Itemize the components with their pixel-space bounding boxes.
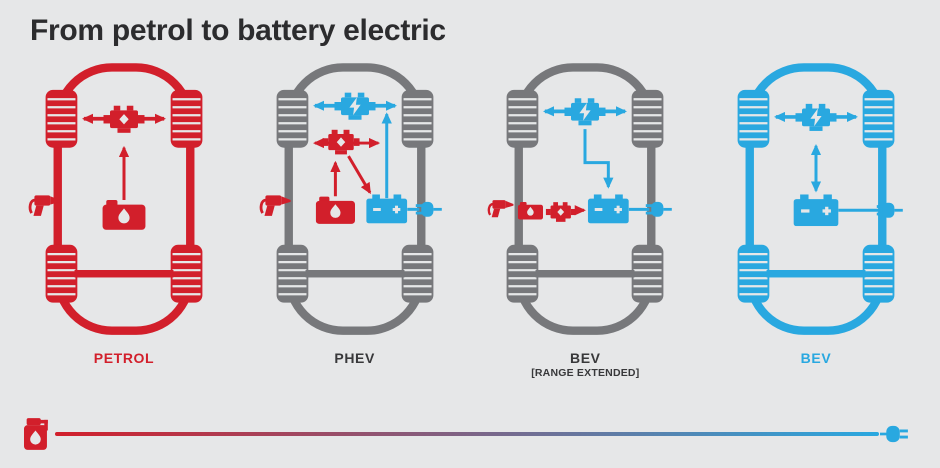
bev-car-svg xyxy=(718,60,903,340)
petrol-car-svg xyxy=(28,60,222,340)
power-plug-icon xyxy=(880,425,908,443)
car-diagram-phev: PHEV xyxy=(253,60,457,379)
car-label-text: PETROL xyxy=(93,350,155,366)
phev-car-svg xyxy=(259,60,442,340)
engine-to-battery-arrow xyxy=(346,155,371,195)
car-label-text: PHEV xyxy=(334,350,375,366)
fuel-nozzle-icon xyxy=(487,198,515,219)
battery-icon xyxy=(365,194,407,224)
electric-motor-icon xyxy=(564,98,606,126)
fuel-tank-icon xyxy=(315,196,355,224)
range-extender-engine-icon xyxy=(546,202,576,222)
battery-icon xyxy=(588,194,630,224)
car-label-text: BEV xyxy=(570,350,601,366)
car-sublabel-text: [RANGE EXTENDED] xyxy=(531,367,640,379)
car-label: BEV [RANGE EXTENDED] xyxy=(531,350,639,379)
car-diagram-bev: BEV xyxy=(714,60,918,379)
fuel-tank-icon xyxy=(518,201,544,220)
car-label: BEV xyxy=(801,350,832,367)
chassis-and-wheels xyxy=(738,67,895,330)
car-diagram-petrol: PETROL xyxy=(22,60,226,379)
petrol-to-electric-spectrum xyxy=(0,414,940,468)
engine-icon xyxy=(321,129,360,155)
car-diagram-bev-range-extended: BEV [RANGE EXTENDED] xyxy=(483,60,687,379)
electric-motor-icon xyxy=(795,103,837,131)
bev-re-car-svg xyxy=(487,60,673,340)
car-diagrams-row: PETROL PHEV xyxy=(0,60,940,379)
fuel-pump-icon xyxy=(24,418,48,450)
car-label: PETROL xyxy=(94,350,154,367)
motor-to-battery-arrow xyxy=(583,129,614,189)
spectrum-gradient-line xyxy=(55,431,879,437)
electric-motor-icon xyxy=(334,92,376,120)
page-title: From petrol to battery electric xyxy=(30,14,446,47)
engine-icon xyxy=(103,105,145,133)
fuel-tank-icon xyxy=(102,200,146,230)
car-label-text: BEV xyxy=(800,350,832,366)
car-label: PHEV xyxy=(334,350,375,367)
battery-icon xyxy=(793,194,839,227)
